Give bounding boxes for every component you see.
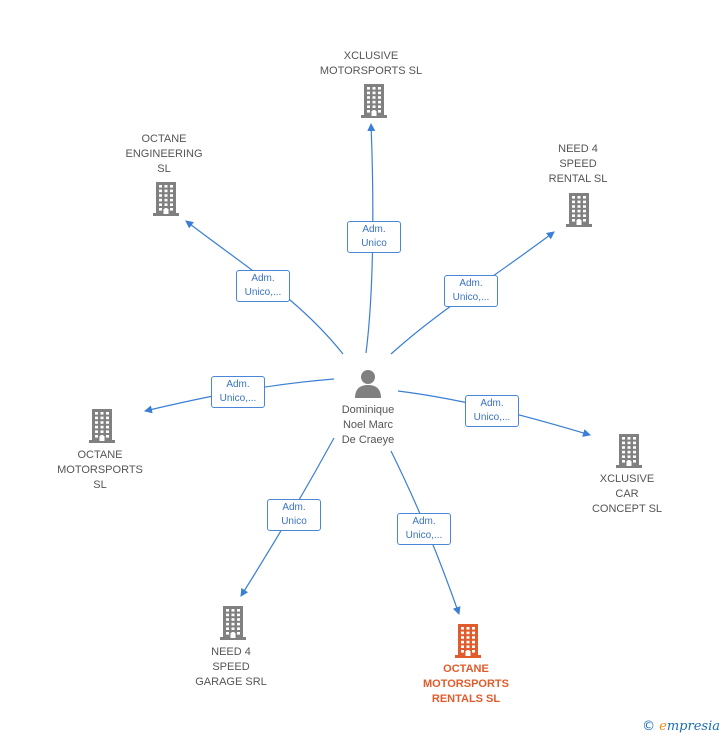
brand-initial: e (659, 719, 667, 734)
building-icon (455, 624, 481, 658)
role-label[interactable]: Adm. Unico (267, 499, 321, 531)
company-name: OCTANE ENGINEERING SL (125, 133, 203, 175)
person-icon (355, 370, 381, 398)
role-label[interactable]: Adm. Unico,... (236, 270, 290, 302)
company-name: XCLUSIVE MOTORSPORTS SL (319, 50, 423, 77)
company-name: OCTANE MOTORSPORTS RENTALS SL (423, 663, 509, 705)
company-name: NEED 4 SPEED GARAGE SRL (195, 646, 267, 688)
role-label[interactable]: Adm. Unico,... (211, 376, 265, 408)
brand-name: mpresia (666, 719, 720, 734)
building-icon (220, 606, 246, 640)
role-label[interactable]: Adm. Unico,... (465, 395, 519, 427)
building-icon (89, 409, 115, 443)
copyright-symbol: © (642, 719, 656, 734)
company-name: OCTANE MOTORSPORTS SL (57, 449, 143, 491)
role-label[interactable]: Adm. Unico,... (397, 513, 451, 545)
building-icon (566, 193, 592, 227)
person-name: Dominique Noel Marc De Craeye (341, 404, 395, 446)
watermark: ©empresia (642, 719, 720, 734)
building-icon (361, 84, 387, 118)
company-name: NEED 4 SPEED RENTAL SL (548, 143, 608, 185)
role-label[interactable]: Adm. Unico (347, 221, 401, 253)
company-name: XCLUSIVE CAR CONCEPT SL (591, 473, 663, 515)
role-label[interactable]: Adm. Unico,... (444, 275, 498, 307)
building-icon (616, 434, 642, 468)
building-icon (153, 182, 179, 216)
